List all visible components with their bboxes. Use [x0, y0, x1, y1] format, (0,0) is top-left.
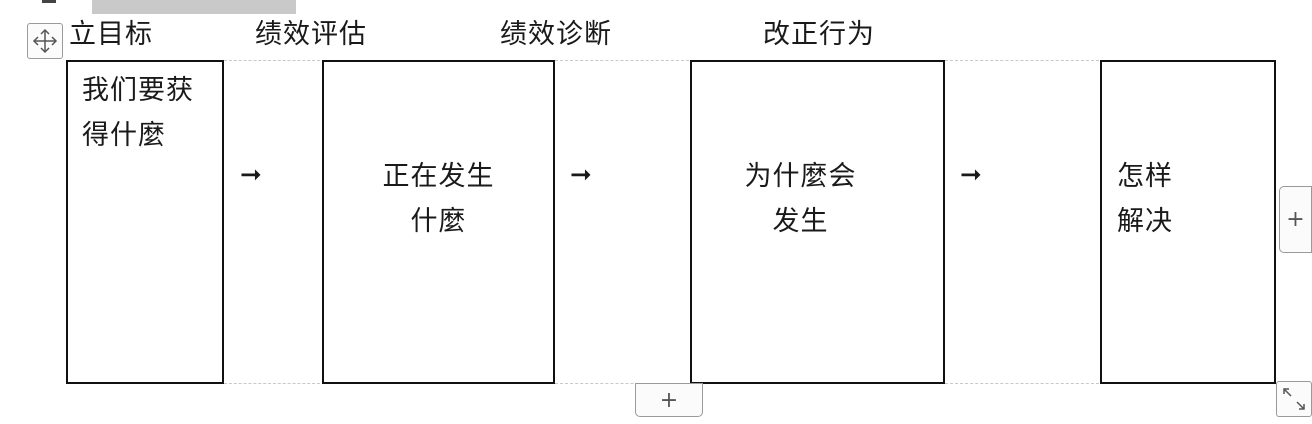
heading-bullet [42, 0, 56, 3]
arrow-right-icon: ➞ [240, 160, 262, 190]
header-correct-behavior: 改正行为 [763, 19, 875, 50]
step-box-evaluation[interactable]: 正在发生 什麼 [322, 60, 555, 384]
table-border-bottom [555, 383, 689, 384]
table-resize-handle[interactable] [1276, 381, 1312, 417]
table-move-handle[interactable] [27, 23, 63, 59]
step-box-text: 我们要获 得什麼 [82, 68, 194, 158]
table-border-top [945, 60, 1099, 61]
text-line: 得什麼 [82, 120, 166, 151]
arrow-right-icon: ➞ [960, 160, 982, 190]
table-border-bottom [945, 383, 1099, 384]
add-column-button[interactable]: + [1279, 186, 1312, 253]
table-border-bottom [224, 383, 320, 384]
text-line: 解决 [1117, 206, 1173, 237]
resize-icon [1283, 388, 1305, 410]
step-box-text: 怎样 解决 [1117, 154, 1173, 244]
step-box-goal[interactable]: 我们要获 得什麼 [66, 60, 224, 384]
step-box-diagnosis[interactable]: 为什麼会 发生 [690, 60, 945, 384]
table-border-top [555, 60, 689, 61]
step-box-text: 正在发生 什麼 [324, 154, 553, 244]
text-line: 怎样 [1117, 161, 1173, 192]
text-line: 正在发生 [382, 161, 495, 192]
heading-highlight [92, 0, 296, 14]
text-line: 为什麼会 [744, 161, 857, 192]
header-set-goal: 立目标 [69, 19, 153, 50]
move-arrows-icon [32, 28, 58, 54]
header-performance-diagnosis: 绩效诊断 [500, 19, 612, 50]
add-row-button[interactable]: + [635, 383, 703, 417]
step-box-text: 为什麼会 发生 [692, 154, 909, 244]
step-box-correction[interactable]: 怎样 解决 [1100, 60, 1276, 384]
table-border-top [224, 60, 320, 61]
text-line: 发生 [772, 206, 829, 237]
text-line: 我们要获 [82, 75, 194, 106]
header-performance-evaluation: 绩效评估 [255, 19, 367, 50]
text-line: 什麼 [410, 206, 467, 237]
arrow-right-icon: ➞ [570, 160, 592, 190]
